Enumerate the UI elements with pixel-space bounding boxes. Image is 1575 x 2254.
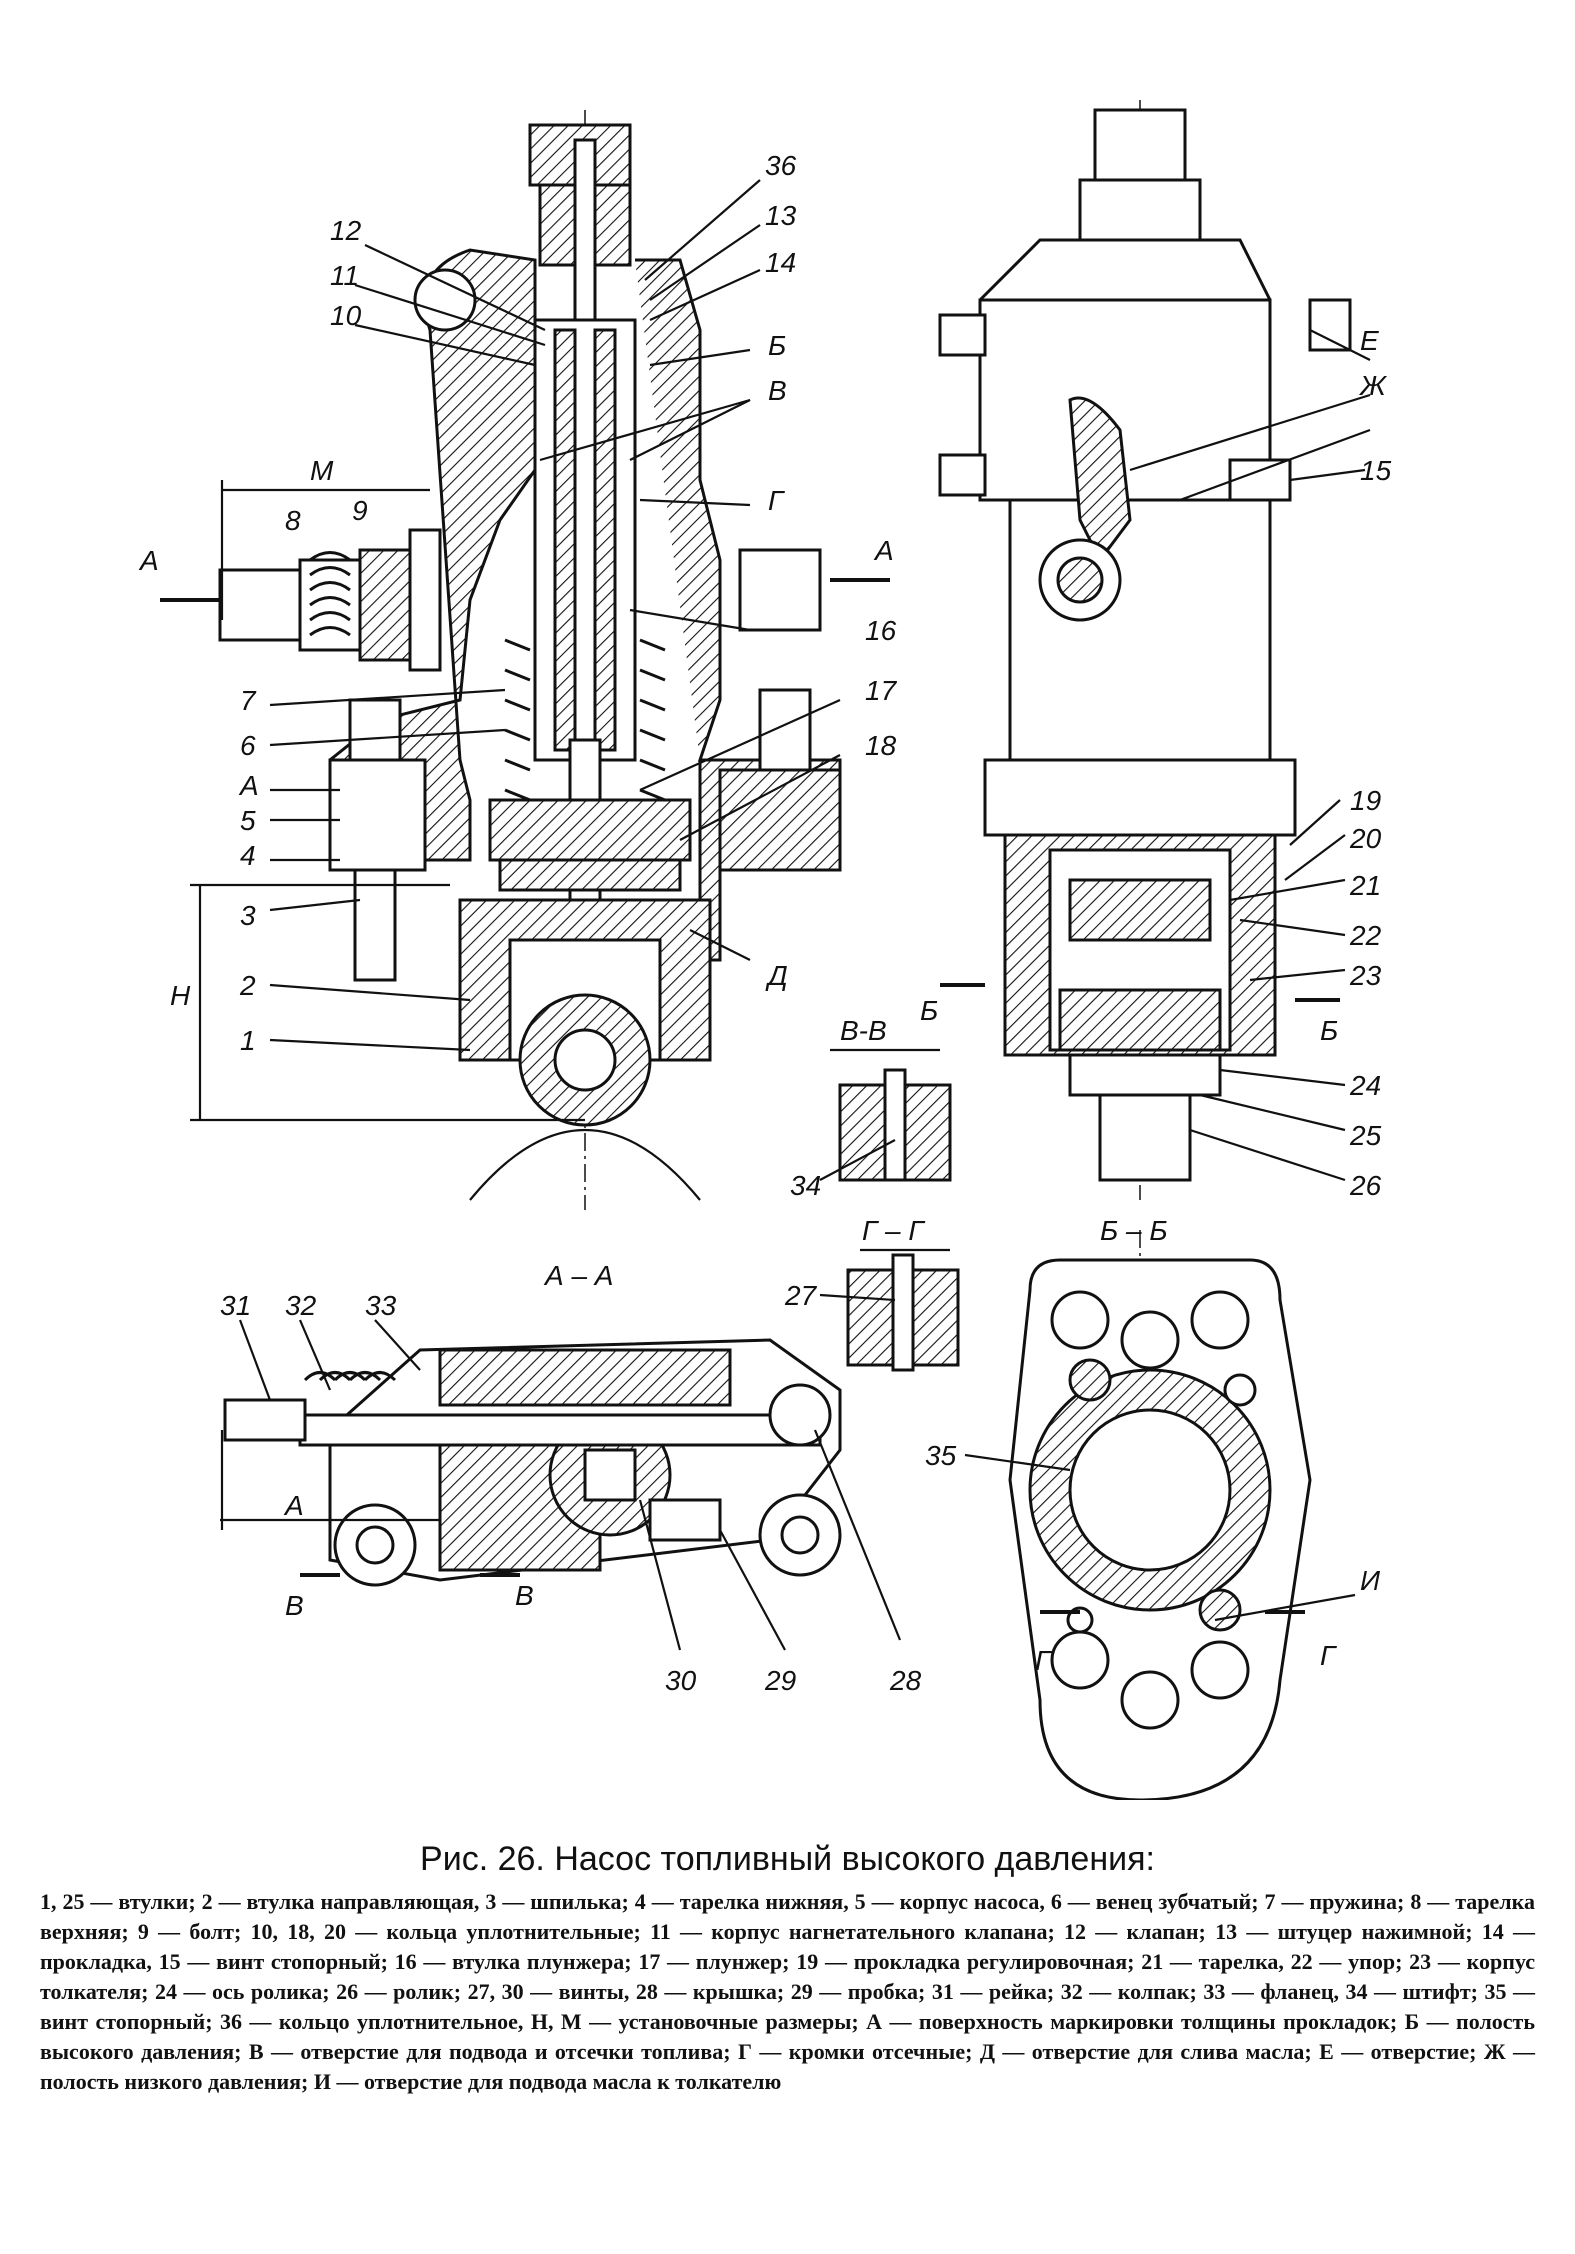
label-I: И: [1360, 1565, 1381, 1596]
label-Zh: Ж: [1358, 370, 1388, 401]
label-17: 17: [865, 675, 898, 706]
label-B-top: Б: [768, 330, 786, 361]
label-10: 10: [330, 300, 362, 331]
label-6: 6: [240, 730, 256, 761]
section-GG: [846, 1248, 960, 1372]
exterior-view-right: [938, 100, 1352, 1200]
label-13: 13: [765, 200, 797, 231]
label-11: 11: [330, 260, 359, 291]
label-14: 14: [765, 247, 796, 278]
label-32: 32: [285, 1290, 317, 1321]
figure-legend: 1, 25 — втулки; 2 — втулка направляющая,…: [40, 1889, 1535, 2094]
section-AA: [220, 1338, 842, 1587]
label-sec-AA: А – А: [543, 1260, 613, 1291]
label-20: 20: [1349, 823, 1382, 854]
label-A-right: А: [873, 535, 894, 566]
label-9: 9: [352, 495, 368, 526]
label-4: 4: [240, 840, 256, 871]
figure-caption-block: Рис. 26. Насос топливный высокого давлен…: [40, 1840, 1535, 2097]
label-28: 28: [889, 1665, 922, 1696]
label-25: 25: [1349, 1120, 1382, 1151]
leader-lines: [238, 179, 1371, 1651]
label-G-left: Г: [1035, 1645, 1052, 1676]
label-sec-GG: Г – Г: [862, 1215, 925, 1246]
label-A-aa: А: [283, 1490, 304, 1521]
label-27: 27: [784, 1280, 818, 1311]
section-view-left: [160, 110, 890, 1210]
label-2: 2: [239, 970, 256, 1001]
figure-caption: Рис. 26. Насос топливный высокого давлен…: [420, 1840, 1155, 1878]
label-V-mid: В: [515, 1580, 534, 1611]
label-3: 3: [240, 900, 256, 931]
label-7: 7: [240, 685, 257, 716]
label-B-left: Б: [920, 995, 938, 1026]
label-33: 33: [365, 1290, 397, 1321]
label-A-mid: А: [238, 770, 259, 801]
label-H: Н: [170, 980, 191, 1011]
label-5: 5: [240, 805, 256, 836]
label-34: 34: [790, 1170, 821, 1201]
label-sec-VV: В-В: [840, 1015, 887, 1046]
label-35: 35: [925, 1440, 957, 1471]
label-15: 15: [1360, 455, 1392, 486]
label-22: 22: [1349, 920, 1382, 951]
label-M: М: [310, 455, 334, 486]
label-sec-BB: Б – Б: [1100, 1215, 1168, 1246]
label-G-right: Г: [1320, 1640, 1337, 1671]
label-19: 19: [1350, 785, 1381, 816]
label-A-left: А: [138, 545, 159, 576]
label-29: 29: [764, 1665, 796, 1696]
label-16: 16: [865, 615, 897, 646]
label-24: 24: [1349, 1070, 1381, 1101]
label-D: Д: [765, 960, 788, 991]
label-8: 8: [285, 505, 301, 536]
part-labels: 36 13 14 Б В Г 12 11 10 М 8 9 А А 16 17 …: [138, 150, 1392, 1696]
label-31: 31: [220, 1290, 251, 1321]
label-23: 23: [1349, 960, 1382, 991]
label-B-right: Б: [1320, 1015, 1338, 1046]
label-21: 21: [1349, 870, 1381, 901]
section-VV: [830, 1048, 952, 1182]
label-18: 18: [865, 730, 897, 761]
label-G-top: Г: [768, 485, 785, 516]
pump-technical-drawing: 36 13 14 Б В Г 12 11 10 М 8 9 А А 16 17 …: [138, 100, 1392, 1800]
label-26: 26: [1349, 1170, 1382, 1201]
label-36: 36: [765, 150, 797, 181]
label-V-left: В: [285, 1590, 304, 1621]
label-12: 12: [330, 215, 362, 246]
spring-7: [504, 638, 666, 832]
label-V-top: В: [768, 375, 787, 406]
label-30: 30: [665, 1665, 697, 1696]
label-1: 1: [240, 1025, 256, 1056]
label-E: Е: [1360, 325, 1379, 356]
section-BB: [1008, 1230, 1312, 1800]
